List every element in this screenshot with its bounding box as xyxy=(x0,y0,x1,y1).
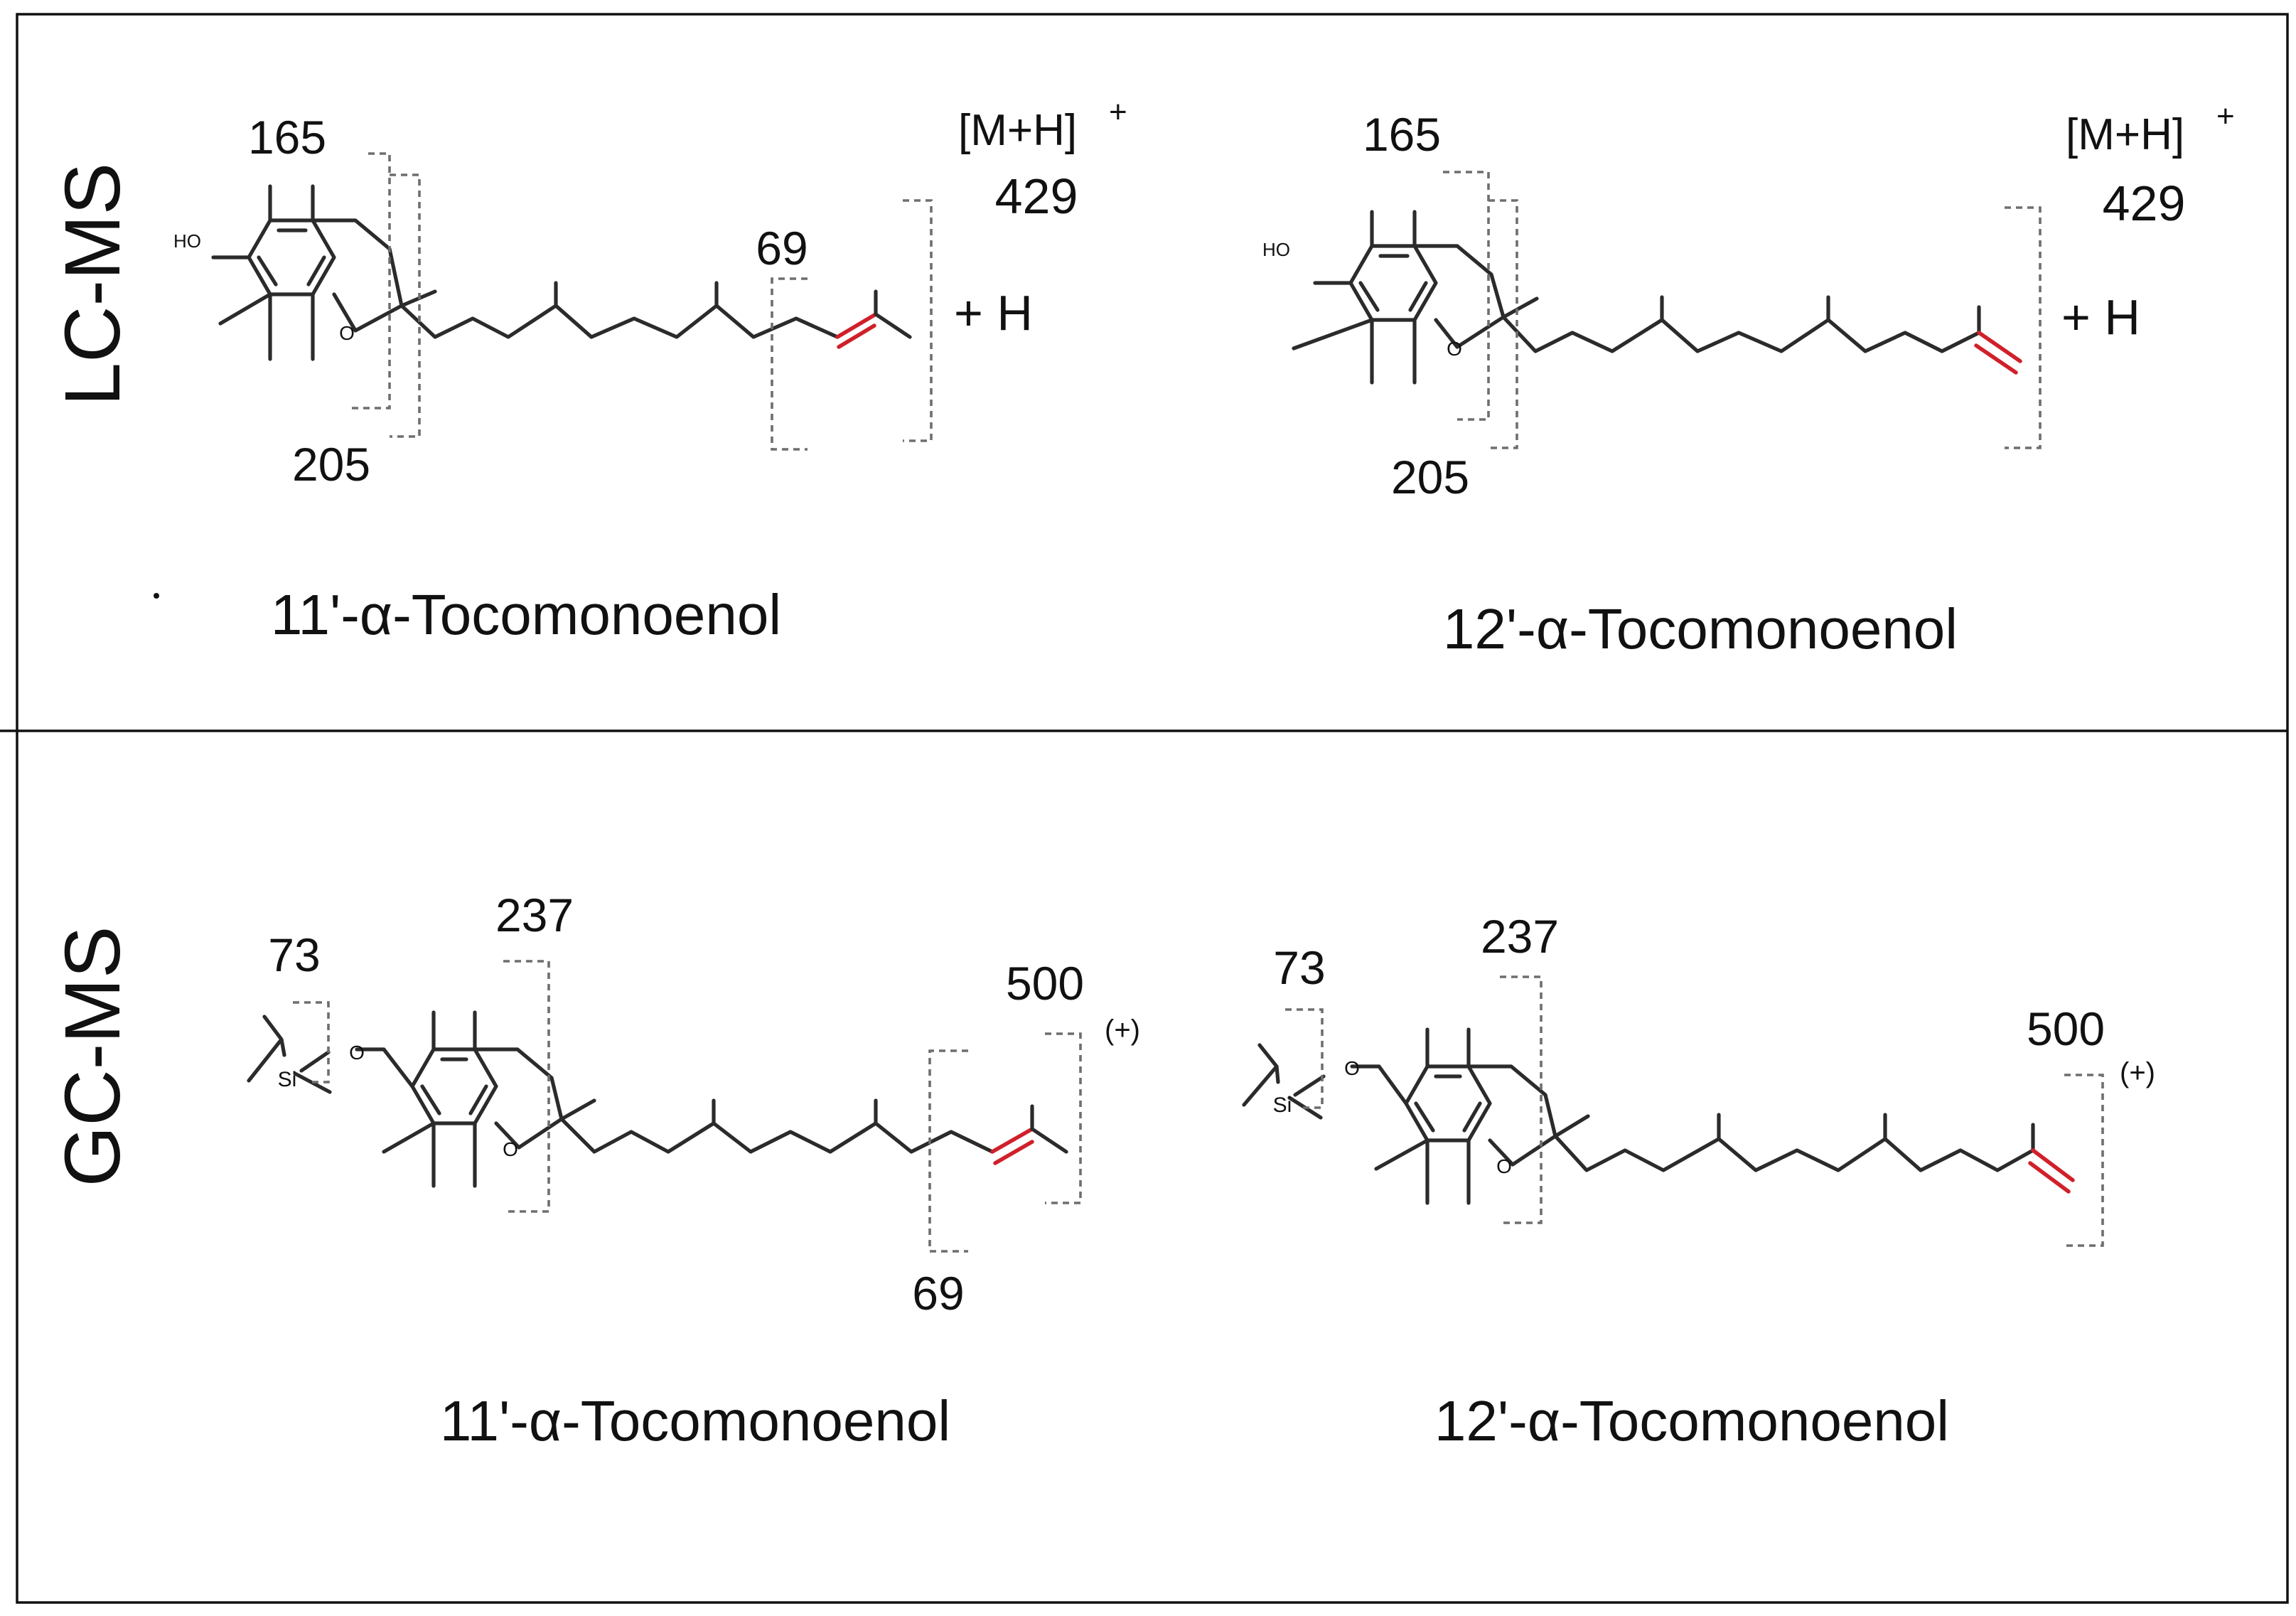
lcms-right-molecule: HO O xyxy=(1262,210,2022,385)
compound-name: 11'-α-Tocomonoenol xyxy=(271,583,781,646)
bracket-165-205 xyxy=(1443,171,1490,421)
bracket-205 xyxy=(390,173,421,438)
frag-69-label: 69 xyxy=(756,222,808,274)
atom-o: O xyxy=(1447,338,1462,360)
ring-aromatic xyxy=(410,1047,498,1125)
frag-500-charge: (+) xyxy=(2120,1057,2155,1088)
ion-label: [M+H] xyxy=(2066,110,2184,159)
gcms-row-label: GC-MS xyxy=(49,926,136,1187)
side-chain xyxy=(1501,295,1981,353)
bracket-205 xyxy=(1488,199,1518,449)
trimethylsilyl xyxy=(247,1015,332,1094)
atom-o: O xyxy=(339,322,355,344)
ring-pyran xyxy=(1412,244,1506,349)
atom-ho: HO xyxy=(173,230,201,252)
frag-500-label: 500 xyxy=(1006,957,1084,1010)
compound-name: 11'-α-Tocomonoenol xyxy=(440,1389,950,1452)
bracket-429 xyxy=(903,199,933,442)
double-bond xyxy=(1977,331,2022,363)
ion-mass-label: 429 xyxy=(2103,176,2186,231)
frag-205-label: 205 xyxy=(1391,451,1469,503)
ring-pyran xyxy=(311,218,404,333)
trimethylsilyl xyxy=(1242,1043,1326,1120)
atom-si: Si xyxy=(278,1068,297,1091)
ion-charge: + xyxy=(2216,99,2235,134)
lcms-right-brackets xyxy=(1443,171,2042,449)
terminal-methyls xyxy=(1030,1104,1068,1154)
bracket-237 xyxy=(1500,975,1543,1224)
bracket-500 xyxy=(2064,1074,2104,1247)
bracket-165-205 xyxy=(348,152,391,410)
atom-o-ring: O xyxy=(1496,1155,1512,1177)
ring-substituents xyxy=(1292,210,1417,385)
atom-o-ring: O xyxy=(503,1138,518,1160)
plus-h-label: + H xyxy=(954,285,1033,341)
double-bond xyxy=(990,1127,1034,1154)
frag-165-label: 165 xyxy=(248,111,326,164)
atom-si: Si xyxy=(1273,1093,1292,1117)
side-chain xyxy=(1553,1113,2035,1172)
bracket-69 xyxy=(771,277,808,451)
bracket-73 xyxy=(1285,1008,1324,1109)
outer-frame xyxy=(16,13,2289,1604)
frag-165-label: 165 xyxy=(1363,108,1441,161)
plus-h-label: + H xyxy=(2061,289,2140,345)
double-bond xyxy=(2031,1148,2075,1182)
atom-ho: HO xyxy=(1262,239,1290,260)
gcms-right-molecule: Si O O xyxy=(1242,1027,2075,1205)
atom-o-ether: O xyxy=(349,1042,365,1064)
ion-charge: + xyxy=(1109,95,1127,129)
lcms-left-brackets xyxy=(348,152,933,451)
ring-pyran xyxy=(1377,1064,1557,1167)
frag-69-label: 69 xyxy=(912,1267,964,1320)
bracket-429 xyxy=(2005,206,2042,449)
terminal-methyls xyxy=(874,289,912,339)
ion-mass-label: 429 xyxy=(995,168,1078,224)
frag-237-label: 237 xyxy=(495,889,574,941)
frag-500-charge: (+) xyxy=(1105,1015,1140,1046)
ring-aromatic xyxy=(1404,1064,1492,1143)
compound-name: 12'-α-Tocomonoenol xyxy=(1443,597,1958,660)
frag-73-label: 73 xyxy=(268,929,320,981)
stray-dot xyxy=(154,593,159,599)
gcms-left-molecule: Si O O xyxy=(247,1010,1068,1188)
ring-substituents xyxy=(382,1010,477,1188)
ring-aromatic xyxy=(1348,244,1438,322)
lcms-row-label: LC-MS xyxy=(49,163,136,406)
frag-205-label: 205 xyxy=(292,438,370,491)
ring-substituents xyxy=(1374,1027,1471,1205)
ring-aromatic xyxy=(247,218,336,296)
double-bond xyxy=(835,312,878,339)
frag-500-label: 500 xyxy=(2027,1002,2105,1055)
gcms-right-brackets xyxy=(1285,975,2104,1247)
ion-label: [M+H] xyxy=(958,106,1077,155)
bracket-237 xyxy=(503,960,550,1213)
atom-o-ether: O xyxy=(1344,1057,1360,1079)
bracket-500 xyxy=(1045,1032,1082,1204)
compound-name: 12'-α-Tocomonoenol xyxy=(1434,1389,1949,1452)
ring-pyran xyxy=(382,1047,564,1150)
gcms-left-brackets xyxy=(293,960,1082,1253)
frag-237-label: 237 xyxy=(1481,910,1559,963)
frag-73-label: 73 xyxy=(1273,941,1325,994)
ring-substituents xyxy=(211,184,315,361)
bracket-69 xyxy=(928,1049,968,1253)
bracket-73 xyxy=(293,1001,330,1083)
